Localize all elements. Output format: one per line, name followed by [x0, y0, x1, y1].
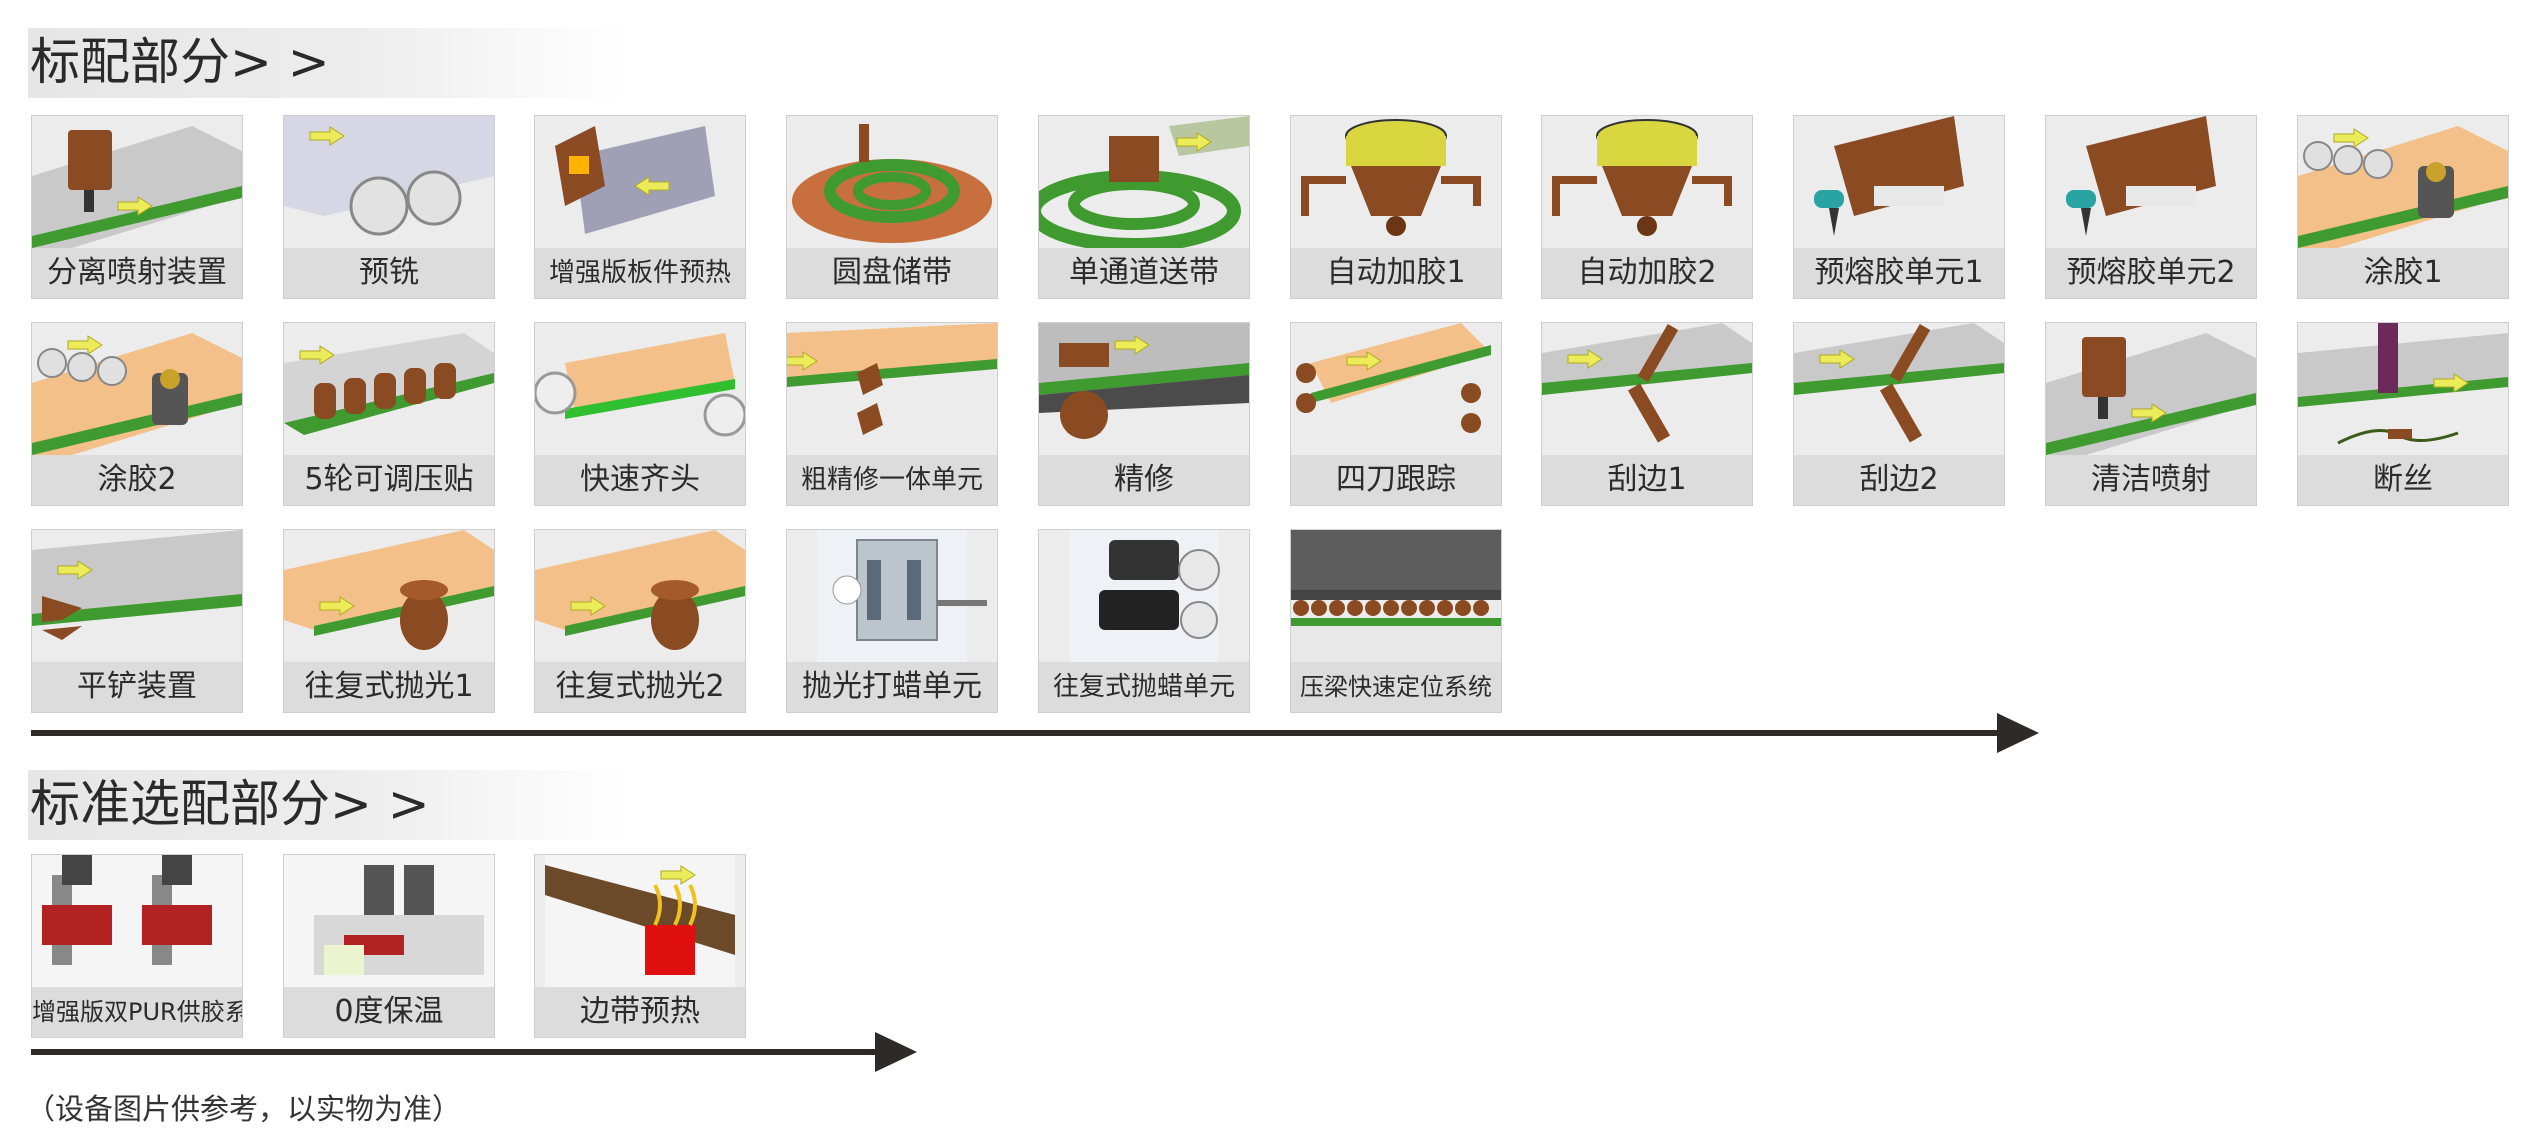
pre-melt-unit-icon	[1794, 116, 2004, 248]
wire-cut-icon	[2298, 323, 2508, 455]
component-tile: 0度保温	[283, 854, 495, 1038]
component-tile: 抛光打蜡单元	[786, 529, 998, 713]
end-trimming-icon	[535, 323, 745, 455]
edge-preheat-icon	[535, 855, 745, 987]
reference-note: （设备图片供参考，以实物为准）	[26, 1092, 462, 1126]
component-tile: 圆盘储带	[786, 115, 998, 299]
component-label: 单通道送带	[1039, 248, 1249, 298]
component-tile: 粗精修一体单元	[786, 322, 998, 506]
component-label: 圆盘储带	[787, 248, 997, 298]
corner-rounding-icon	[1291, 323, 1501, 455]
component-label: 清洁喷射	[2046, 455, 2256, 505]
component-tile: 快速齐头	[534, 322, 746, 506]
component-tile: 增强版双PUR供胶系统	[31, 854, 243, 1038]
component-label: 断丝	[2298, 455, 2508, 505]
component-label: 预熔胶单元2	[2046, 248, 2256, 298]
zero-degree-insulation-icon	[284, 855, 494, 987]
component-label: 压梁快速定位系统	[1291, 662, 1501, 712]
polishing-wheel-icon	[535, 530, 745, 662]
component-label: 抛光打蜡单元	[787, 662, 997, 712]
component-label: 刮边2	[1794, 455, 2004, 505]
component-tile: 往复式抛蜡单元	[1038, 529, 1250, 713]
optional-section-title: 标准选配部分> >	[30, 775, 430, 833]
component-label: 四刀跟踪	[1291, 455, 1501, 505]
waxing-unit-icon	[787, 530, 997, 662]
optional-flow-arrow	[31, 1032, 917, 1072]
component-tile: 涂胶1	[2297, 115, 2509, 299]
component-tile: 预熔胶单元2	[2045, 115, 2257, 299]
component-tile: 往复式抛光1	[283, 529, 495, 713]
component-tile: 刮边2	[1793, 322, 2005, 506]
component-tile: 5轮可调压贴	[283, 322, 495, 506]
standard-section-title: 标配部分> >	[30, 33, 330, 91]
component-label: 往复式抛蜡单元	[1039, 662, 1249, 712]
disc-tape-storage-icon	[787, 116, 997, 248]
component-label: 自动加胶2	[1542, 248, 1752, 298]
auto-glue-icon	[1542, 116, 1752, 248]
component-tile: 单通道送带	[1038, 115, 1250, 299]
panel-preheat-icon	[535, 116, 745, 248]
component-label: 边带预热	[535, 987, 745, 1037]
component-tile: 增强版板件预热	[534, 115, 746, 299]
component-tile: 四刀跟踪	[1290, 322, 1502, 506]
component-tile: 分离喷射装置	[31, 115, 243, 299]
component-tile: 压梁快速定位系统	[1290, 529, 1502, 713]
component-label: 涂胶1	[2298, 248, 2508, 298]
component-tile: 涂胶2	[31, 322, 243, 506]
pressure-beam-icon	[1291, 530, 1501, 662]
gluing-icon	[32, 323, 242, 455]
component-tile: 边带预热	[534, 854, 746, 1038]
component-label: 粗精修一体单元	[787, 455, 997, 505]
component-tile: 预铣	[283, 115, 495, 299]
component-label: 涂胶2	[32, 455, 242, 505]
component-label: 增强版双PUR供胶系统	[32, 987, 242, 1037]
component-label: 自动加胶1	[1291, 248, 1501, 298]
component-tile: 断丝	[2297, 322, 2509, 506]
scraping-icon	[1542, 323, 1752, 455]
component-label: 往复式抛光1	[284, 662, 494, 712]
pre-melt-unit-icon	[2046, 116, 2256, 248]
standard-section-header: 标配部分> >	[28, 28, 628, 98]
component-tile: 平铲装置	[31, 529, 243, 713]
component-label: 0度保温	[284, 987, 494, 1037]
optional-section-header: 标准选配部分> >	[28, 770, 628, 840]
component-label: 精修	[1039, 455, 1249, 505]
flat-scraper-icon	[32, 530, 242, 662]
component-label: 预铣	[284, 248, 494, 298]
component-label: 往复式抛光2	[535, 662, 745, 712]
reciprocating-wax-icon	[1039, 530, 1249, 662]
component-label: 5轮可调压贴	[284, 455, 494, 505]
component-tile: 刮边1	[1541, 322, 1753, 506]
pur-glue-system-icon	[32, 855, 242, 987]
pre-milling-icon	[284, 116, 494, 248]
pressure-rollers-icon	[284, 323, 494, 455]
component-label: 增强版板件预热	[535, 248, 745, 298]
component-label: 刮边1	[1542, 455, 1752, 505]
polishing-wheel-icon	[284, 530, 494, 662]
component-tile: 精修	[1038, 322, 1250, 506]
cleaning-spray-icon	[2046, 323, 2256, 455]
scraping-icon	[1794, 323, 2004, 455]
component-tile: 自动加胶1	[1290, 115, 1502, 299]
component-tile: 自动加胶2	[1541, 115, 1753, 299]
component-tile: 清洁喷射	[2045, 322, 2257, 506]
fine-trimming-icon	[1039, 323, 1249, 455]
trimming-unit-icon	[787, 323, 997, 455]
component-label: 分离喷射装置	[32, 248, 242, 298]
component-label: 平铲装置	[32, 662, 242, 712]
component-tile: 预熔胶单元1	[1793, 115, 2005, 299]
auto-glue-icon	[1291, 116, 1501, 248]
component-label: 快速齐头	[535, 455, 745, 505]
component-tile: 往复式抛光2	[534, 529, 746, 713]
standard-flow-arrow	[31, 713, 2039, 753]
spray-device-icon	[32, 116, 242, 248]
single-channel-feed-icon	[1039, 116, 1249, 248]
component-label: 预熔胶单元1	[1794, 248, 2004, 298]
gluing-icon	[2298, 116, 2508, 248]
